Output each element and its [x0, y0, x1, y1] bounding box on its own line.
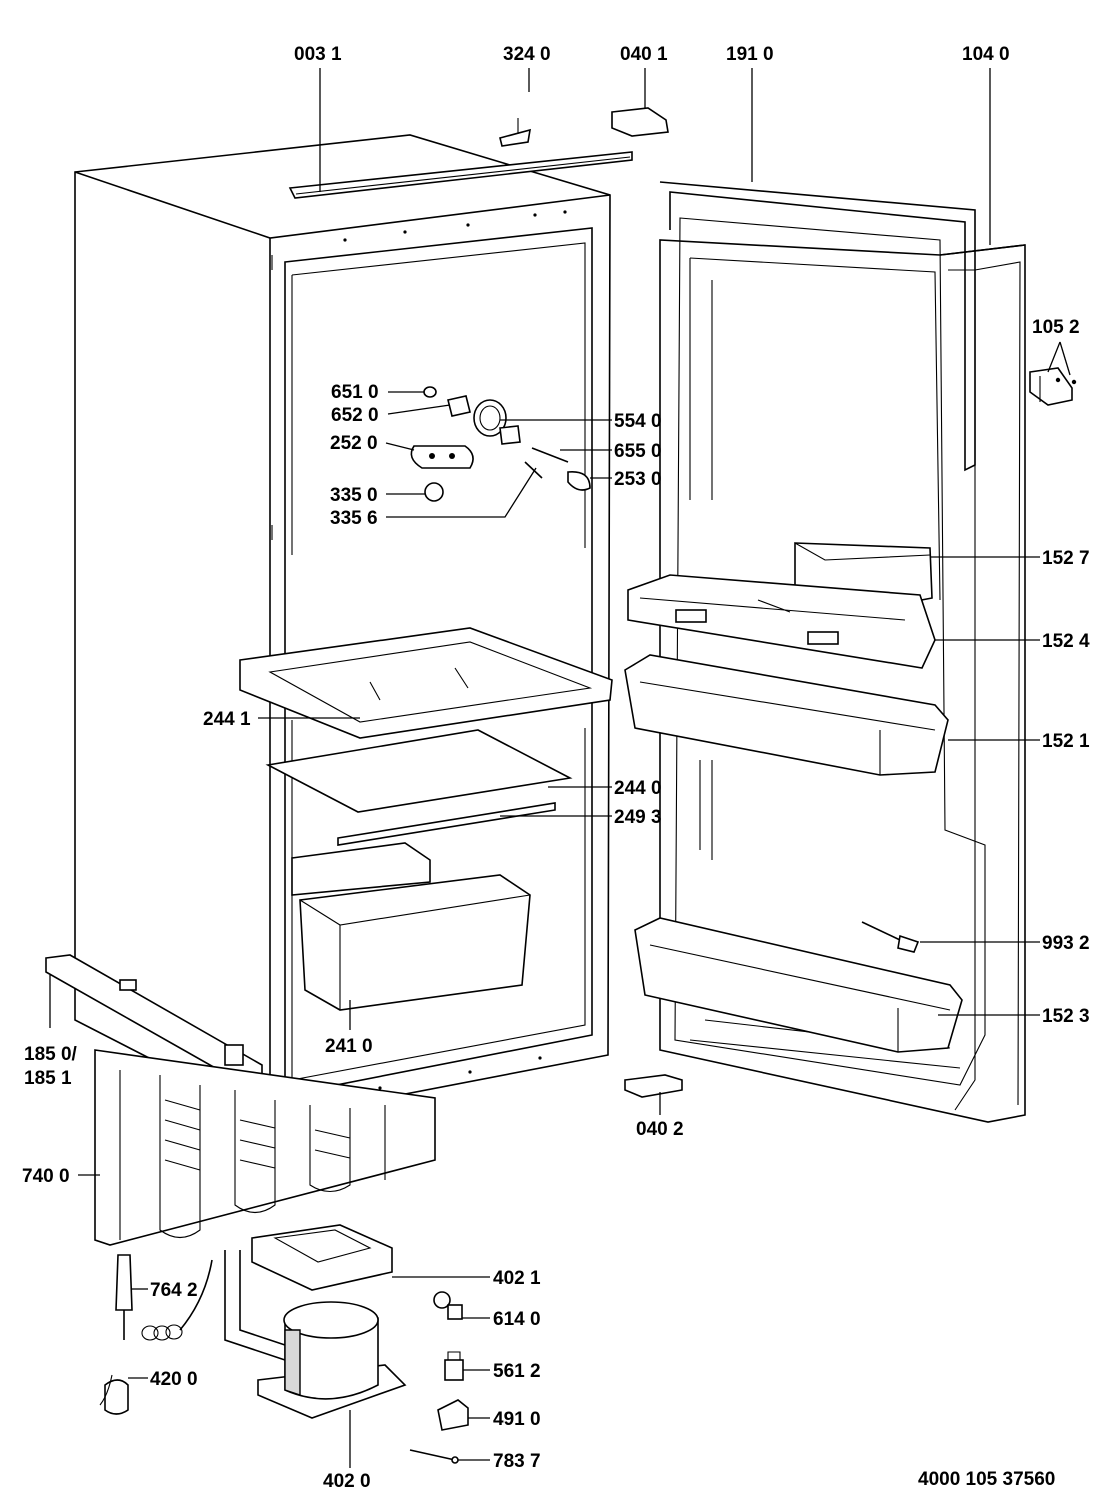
- label-6520: 652 0: [331, 405, 379, 426]
- label-6510: 651 0: [331, 382, 379, 403]
- label-5612: 561 2: [493, 1361, 541, 1382]
- glass-shelf: [239, 627, 613, 739]
- label-2441: 244 1: [203, 709, 251, 730]
- top-trim-strip: [288, 151, 633, 199]
- rod-7837: [409, 1449, 459, 1464]
- capillary-filter: [115, 1254, 213, 1341]
- label-2530: 253 0: [614, 469, 662, 490]
- leader-lines: [49, 68, 1071, 1468]
- label-4020: 402 0: [323, 1471, 371, 1492]
- label-3240: 324 0: [503, 44, 551, 65]
- label-1521: 152 1: [1042, 731, 1090, 752]
- hinge-bracket-bottom: [624, 1074, 683, 1098]
- condenser: [94, 1049, 436, 1246]
- label-2410: 241 0: [325, 1036, 373, 1057]
- label-4200: 420 0: [150, 1369, 198, 1390]
- label-0401: 040 1: [620, 44, 668, 65]
- clip-part-3240: [499, 118, 531, 147]
- vegetable-drawer: [291, 842, 531, 1011]
- label-3350: 335 0: [330, 485, 378, 506]
- label-1527: 152 7: [1042, 548, 1090, 569]
- label-4021: 402 1: [493, 1268, 541, 1289]
- label-1850: 185 0/: [24, 1044, 78, 1065]
- door-hinge: [1029, 367, 1077, 406]
- capacitor-4200: [99, 1374, 129, 1415]
- label-1851: 185 1: [24, 1068, 72, 1089]
- label-4910: 491 0: [493, 1409, 541, 1430]
- cabinet: [74, 134, 611, 1121]
- drip-tray: [251, 1224, 393, 1291]
- part-labels: 003 1 324 0 040 1 191 0 104 0 105 2 651 …: [22, 44, 1090, 1492]
- label-2493: 249 3: [614, 807, 662, 828]
- label-6550: 655 0: [614, 441, 662, 462]
- label-9932: 993 2: [1042, 933, 1090, 954]
- label-1524: 152 4: [1042, 631, 1090, 652]
- label-1052: 105 2: [1032, 317, 1080, 338]
- label-0402: 040 2: [636, 1119, 684, 1140]
- cover-4910: [437, 1399, 469, 1431]
- door-bin-152-1: [624, 654, 949, 776]
- label-5540: 554 0: [614, 411, 662, 432]
- label-1040: 104 0: [962, 44, 1010, 65]
- label-7642: 764 2: [150, 1280, 198, 1301]
- thermostat-assembly: [410, 386, 591, 502]
- label-1523: 152 3: [1042, 1006, 1090, 1027]
- door-bin-152-3: [634, 917, 963, 1053]
- label-7837: 783 7: [493, 1451, 541, 1472]
- label-2440: 244 0: [614, 778, 662, 799]
- hinge-bracket-top: [611, 107, 669, 137]
- label-6140: 614 0: [493, 1309, 541, 1330]
- compressor: [224, 1250, 407, 1419]
- document-number: 4000 105 37560: [918, 1469, 1055, 1490]
- door: [659, 181, 1026, 1123]
- shelf-plate: [265, 729, 573, 846]
- label-3356: 335 6: [330, 508, 378, 529]
- label-1910: 191 0: [726, 44, 774, 65]
- label-7400: 740 0: [22, 1166, 70, 1187]
- relay-5612: [444, 1351, 464, 1381]
- label-2520: 252 0: [330, 433, 378, 454]
- label-0031: 003 1: [294, 44, 342, 65]
- sensor-part-9932: [861, 921, 920, 953]
- relay-6140: [433, 1291, 463, 1320]
